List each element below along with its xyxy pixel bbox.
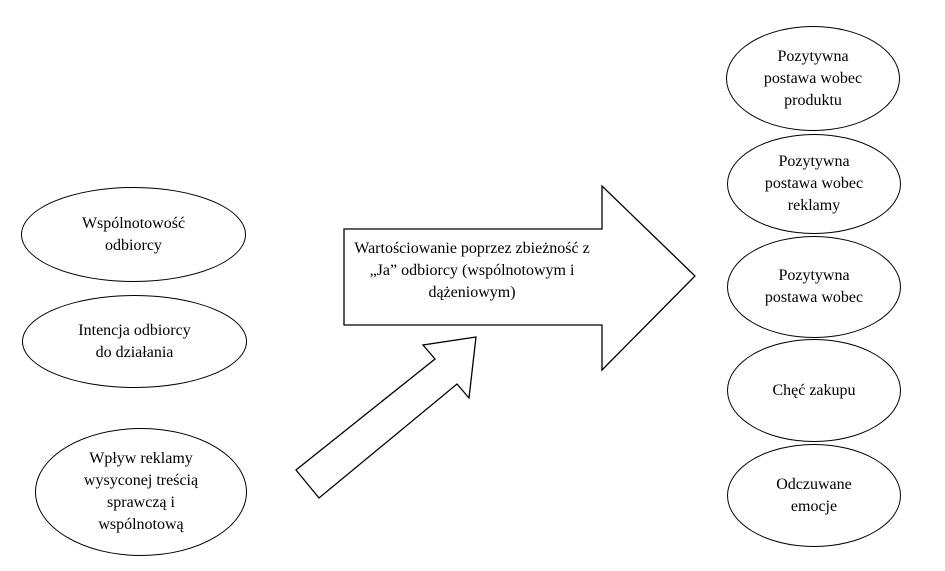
right-node-product-attitude: Pozytywna postawa wobec produktu <box>726 26 900 131</box>
right-node-purchase-intent: Chęć zakupu <box>727 339 901 442</box>
right-node-attitude: Pozytywna postawa wobec <box>727 236 901 338</box>
right-node-emotions-label: Odczuwane emocje <box>776 475 852 515</box>
right-node-product-attitude-label: Pozytywna postawa wobec produktu <box>763 47 863 109</box>
right-node-ad-attitude: Pozytywna postawa wobec reklamy <box>727 134 901 234</box>
diagonal-arrow <box>295 336 477 499</box>
left-node-intention-label: Intencja odbiorcy do działania <box>78 321 191 361</box>
central-arrow <box>343 184 696 372</box>
left-node-community-label: Wspólnotowość odbiorcy <box>81 214 186 254</box>
left-node-community: Wspólnotowość odbiorcy <box>21 187 246 282</box>
right-node-ad-attitude-label: Pozytywna postawa wobec reklamy <box>764 153 864 214</box>
right-node-attitude-label: Pozytywna postawa wobec <box>764 267 864 306</box>
right-node-purchase-intent-label: Chęć zakupu <box>772 381 856 399</box>
left-node-ad-influence: Wpływ reklamy wysyconej treścią sprawczą… <box>35 428 247 556</box>
right-node-emotions: Odczuwane emocje <box>727 444 901 547</box>
left-node-ad-influence-label: Wpływ reklamy wysyconej treścią sprawczą… <box>83 450 199 533</box>
central-arrow-label: Wartościowanie poprzez zbieżność z „Ja” … <box>354 240 590 301</box>
left-node-intention: Intencja odbiorcy do działania <box>22 295 247 388</box>
